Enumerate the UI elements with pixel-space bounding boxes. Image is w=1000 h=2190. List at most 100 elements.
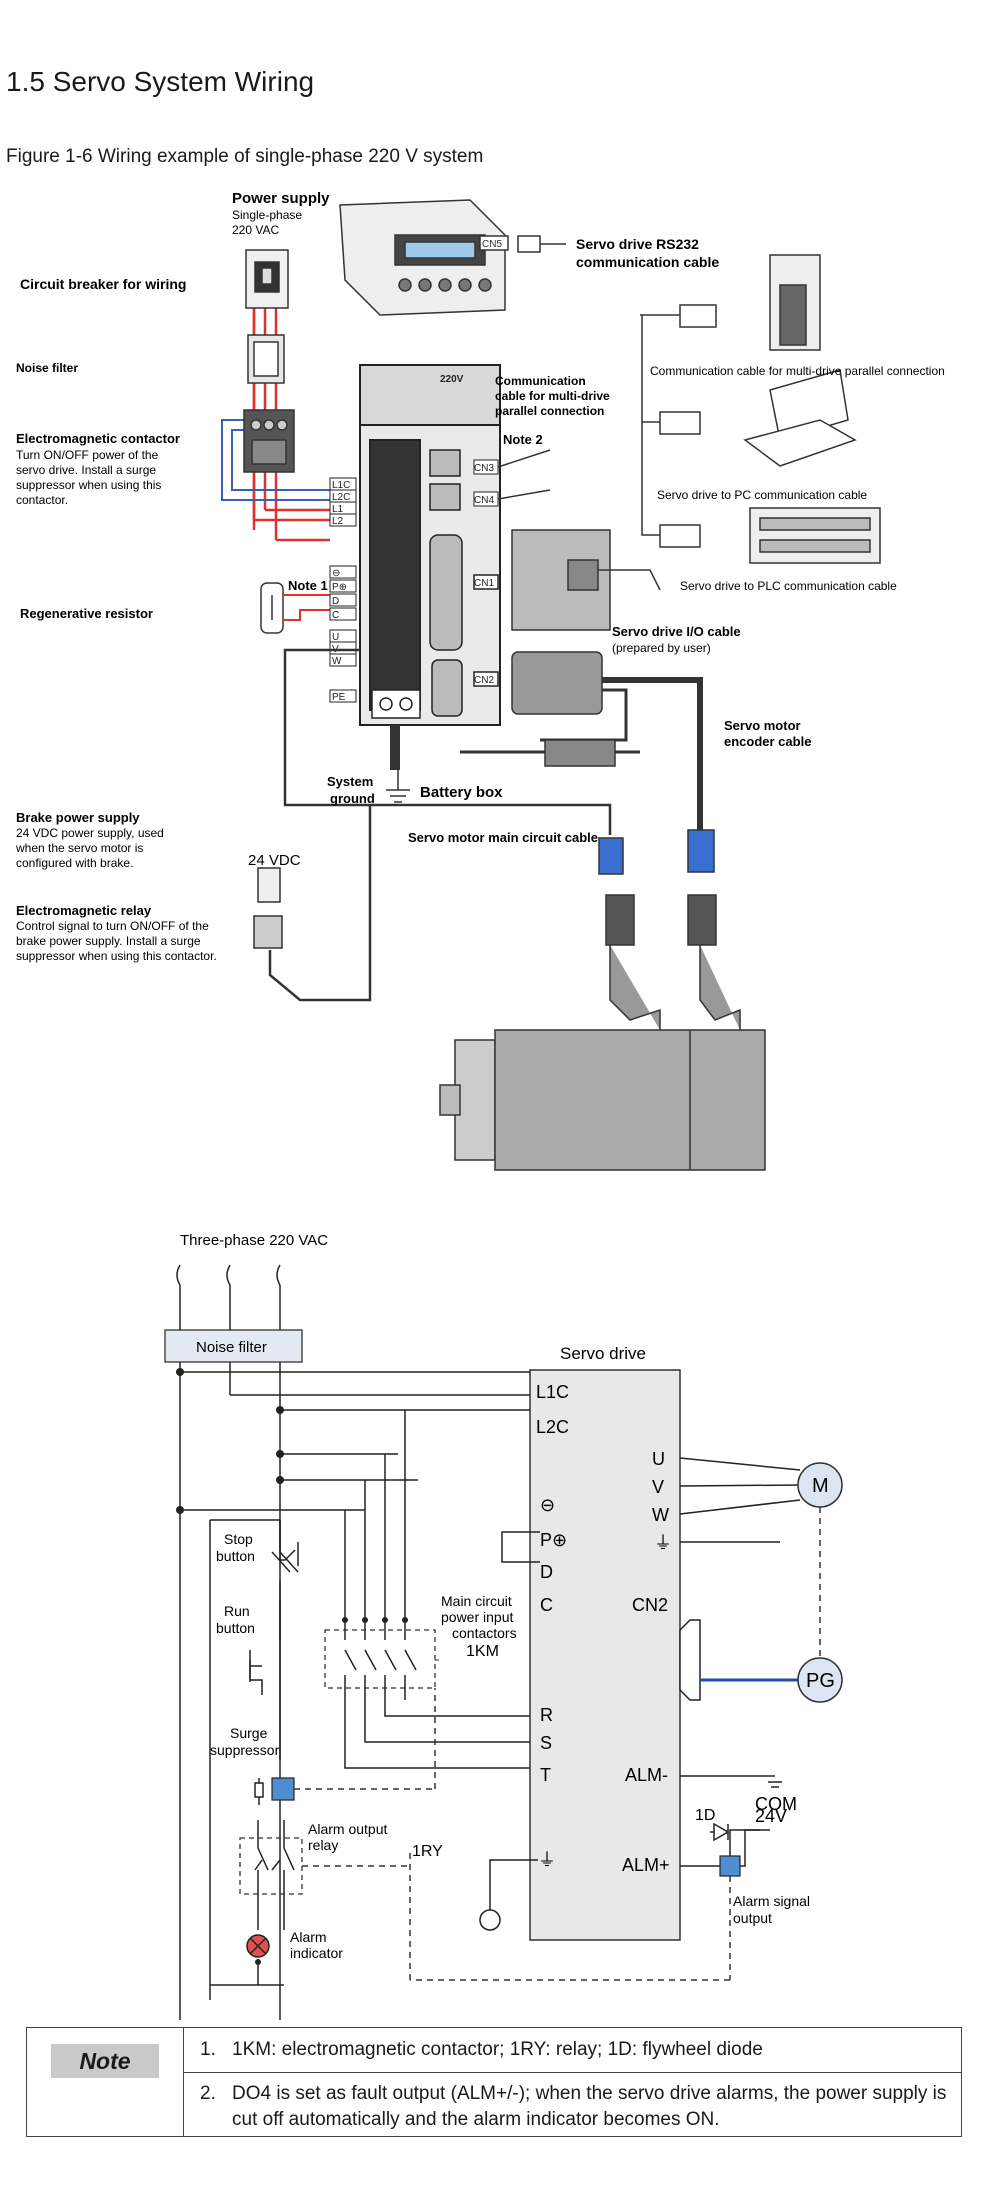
pin-v: V: [652, 1477, 664, 1497]
battery-box-label: Battery box: [420, 784, 503, 801]
v24-label: 24V: [755, 1806, 787, 1826]
plc-cable-label: Servo drive to PLC communication cable: [680, 579, 897, 593]
pin-s: S: [540, 1733, 552, 1753]
drive-model-label: 220V: [440, 374, 464, 385]
km-contactor-box: [324, 1629, 436, 1689]
note-item: 2. DO4 is set as fault output (ALM+/-); …: [184, 2073, 961, 2133]
pin-u: U: [652, 1449, 665, 1469]
alm-relay-coil: [719, 1855, 741, 1877]
comm-multi-label-3: parallel connection: [495, 404, 604, 418]
terminal-box: [329, 593, 357, 607]
schematic-servo-drive-label: Servo drive: [560, 1344, 646, 1363]
pin-alm-plus: ALM+: [622, 1855, 670, 1875]
km-coil: [271, 1777, 295, 1801]
pin-l1c: L1C: [536, 1382, 569, 1402]
surge-label-1: Surge: [230, 1725, 268, 1741]
em-contactor-label: Electromagnetic contactor: [16, 431, 180, 446]
note-items: 1. 1KM: electromagnetic contactor; 1RY: …: [184, 2028, 961, 2136]
terminal-label: P⊕: [332, 582, 347, 593]
cn3-label: CN3: [474, 463, 494, 474]
note-item-text: 1KM: electromagnetic contactor; 1RY: rel…: [232, 2039, 763, 2060]
schematic-noise-filter: [164, 1329, 303, 1363]
pin-r: R: [540, 1705, 553, 1725]
control-circuit: [209, 1519, 296, 2000]
single-phase-label: Single-phase: [232, 208, 302, 222]
alarm-relay-label-2: relay: [308, 1837, 338, 1853]
schematic-servo-drive: [529, 1369, 681, 1941]
main-circuit-label-3: contactors: [452, 1625, 517, 1641]
terminal-box: [329, 579, 357, 593]
comm-cables: [497, 314, 680, 536]
note1-label: Note 1: [288, 578, 328, 593]
noise-filter: [247, 334, 285, 384]
terminal-label: ⊖: [332, 568, 340, 579]
pin-t: T: [540, 1765, 551, 1785]
junction-dots: [176, 1368, 408, 1965]
brake-power-desc-1: 24 VDC power supply, used: [16, 826, 164, 840]
em-contactor-desc-3: suppressor when using this: [16, 478, 161, 492]
cn2-label: CN2: [474, 675, 494, 686]
note-item-text: DO4 is set as fault output (ALM+/-); whe…: [232, 2083, 947, 2130]
cn2-port: [431, 659, 499, 717]
cn1-port: [429, 534, 499, 651]
terminal-label: L1C: [332, 480, 350, 491]
terminal-label: L2C: [332, 492, 350, 503]
rj45-plugs: [659, 304, 717, 548]
laptop: [743, 369, 857, 467]
schematic-supply-wires: [179, 1362, 530, 2020]
pin-pe: ⏚: [654, 1533, 672, 1553]
note-label-cell: Note: [27, 2028, 184, 2136]
main-circuit-label-1: Main circuit: [441, 1593, 512, 1609]
alarm-indicator-label-1: Alarm: [290, 1929, 327, 1945]
terminal-label: PE: [332, 692, 346, 703]
em-relay-desc-2: brake power supply. Install a surge: [16, 934, 201, 948]
cn1-label: CN1: [474, 578, 494, 589]
schematic-noise-filter-label: Noise filter: [196, 1339, 267, 1356]
alarm-indicator-label-2: indicator: [290, 1945, 343, 1961]
drive-ground-wire: [479, 1859, 538, 1931]
drive-fan: [371, 689, 421, 770]
pin-l2c: L2C: [536, 1417, 569, 1437]
terminal-box: [329, 607, 357, 621]
noise-filter-label: Noise filter: [16, 361, 78, 375]
alm-plus-wire: [680, 1822, 770, 1867]
pin-d: D: [540, 1562, 553, 1582]
em-contactor: [243, 409, 295, 473]
stop-button-label-2: button: [216, 1548, 255, 1564]
pin-alm-minus: ALM-: [625, 1765, 668, 1785]
terminal-box: [329, 689, 357, 703]
terminal-label: L1: [332, 504, 344, 515]
terminal-label: W: [332, 656, 342, 667]
io-cable-connector: [511, 529, 661, 631]
rs232-plug: [517, 235, 566, 253]
vdc-24-label: 24 VDC: [248, 852, 301, 869]
keypad-panel: [339, 199, 509, 316]
note-badge: Note: [51, 2044, 159, 2078]
parallel-drive: [769, 254, 821, 351]
terminal-box: [329, 565, 357, 579]
svg-text:⏚: ⏚: [538, 1850, 556, 1870]
stop-button-switch: [279, 1520, 299, 1573]
section-heading: 1.5 Servo System Wiring: [6, 66, 315, 97]
run-button-label-2: button: [216, 1620, 255, 1636]
io-cable-label: Servo drive I/O cable: [612, 624, 741, 639]
pc-cable-label: Servo drive to PC communication cable: [657, 488, 867, 502]
drive-pins-right: U V W ⏚ CN2 ALM- ALM+: [622, 1449, 672, 1875]
three-phase-input: [176, 1264, 281, 1330]
terminal-box: [329, 653, 357, 667]
pin-minus: ⊖: [540, 1495, 555, 1515]
motor-main-cable: [283, 648, 612, 835]
d1-label: 1D: [695, 1807, 715, 1824]
schematic-diagram: Three-phase 220 VAC Noise filter Servo d…: [164, 1232, 843, 2020]
alarm-signal-label-2: output: [733, 1910, 772, 1926]
em-contactor-desc-2: servo drive. Install a surge: [16, 463, 156, 477]
pin-c: C: [540, 1595, 553, 1615]
drive-pins-left: L1C L2C ⊖ P⊕ D C R S T: [536, 1382, 569, 1785]
motor-connectors: [598, 829, 717, 946]
comm-multi-parallel-label: Communication cable for multi-drive para…: [650, 364, 945, 378]
regen-resistor-label: Regenerative resistor: [20, 606, 153, 621]
terminal-label: U: [332, 632, 339, 643]
em-contactor-desc-4: contactor.: [16, 493, 68, 507]
run-button-switch: [249, 1600, 281, 1682]
main-circuit-cable-label: Servo motor main circuit cable: [408, 830, 598, 845]
